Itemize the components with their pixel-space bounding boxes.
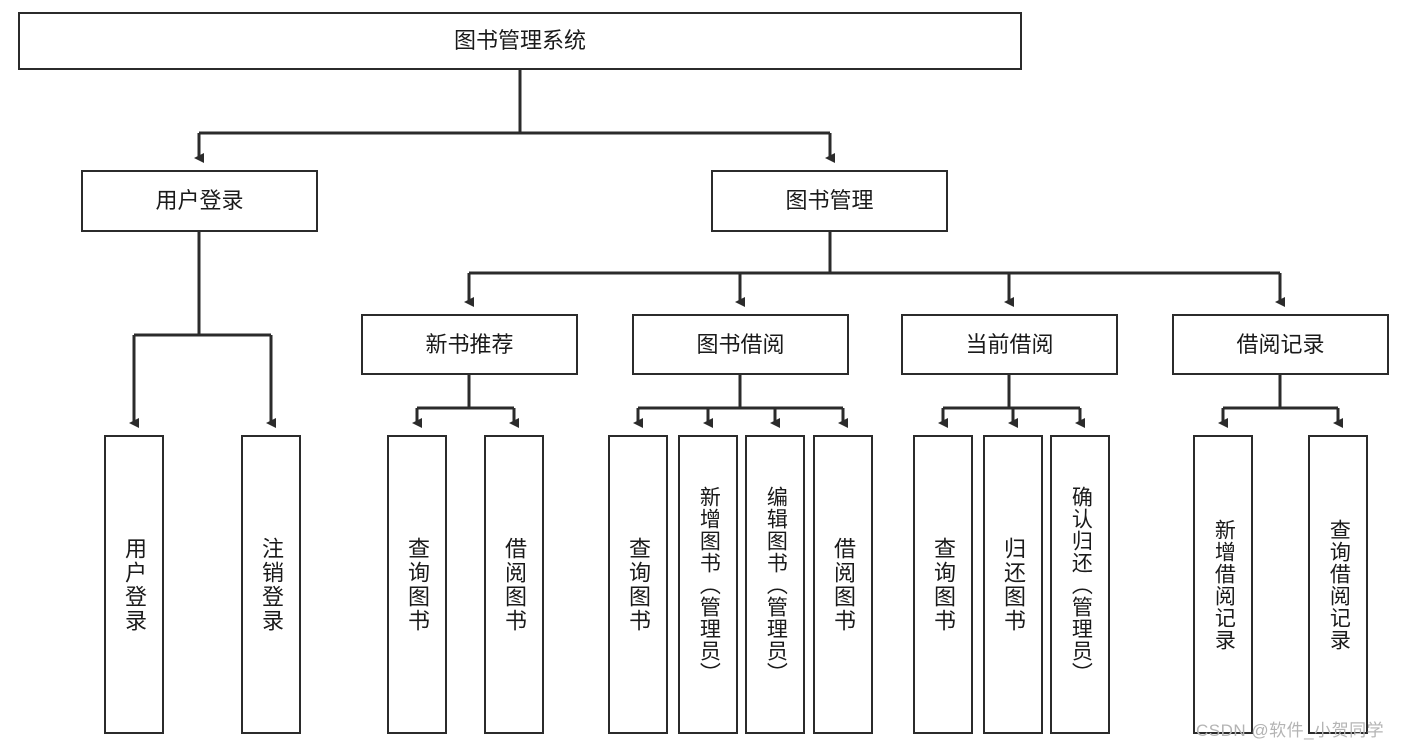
leaf-borrow-book-recommend[interactable]: 借阅图书 [484,435,544,734]
leaf-edit-book-admin-label: 编辑图书（管理员） [764,485,788,684]
node-borrow-records[interactable]: 借阅记录 [1172,314,1389,375]
leaf-add-book-admin-label: 新增图书（管理员） [697,485,721,684]
node-borrow-records-label: 借阅记录 [1236,331,1325,357]
node-new-book-recommend[interactable]: 新书推荐 [361,314,578,375]
leaf-borrow-book[interactable]: 借阅图书 [813,435,873,734]
node-current-borrow[interactable]: 当前借阅 [901,314,1118,375]
leaf-confirm-return-admin[interactable]: 确认归还（管理员） [1050,435,1110,734]
node-user-login[interactable]: 用户登录 [81,170,318,232]
leaf-query-book-recommend[interactable]: 查询图书 [387,435,447,734]
node-book-borrow[interactable]: 图书借阅 [632,314,849,375]
leaf-borrow-book-label: 借阅图书 [830,536,856,633]
leaf-query-book-borrow[interactable]: 查询图书 [608,435,668,734]
node-user-login-label: 用户登录 [155,188,244,214]
leaf-return-book[interactable]: 归还图书 [983,435,1043,734]
leaf-query-book-current[interactable]: 查询图书 [913,435,973,734]
leaf-user-login-label: 用户登录 [121,536,147,633]
leaf-logout-label: 注销登录 [258,536,284,633]
leaf-add-borrow-record-label: 新增借阅记录 [1212,518,1236,651]
leaf-edit-book-admin[interactable]: 编辑图书（管理员） [745,435,805,734]
leaf-return-book-label: 归还图书 [1000,536,1026,633]
leaf-borrow-book-recommend-label: 借阅图书 [501,536,527,633]
leaf-add-book-admin[interactable]: 新增图书（管理员） [678,435,738,734]
node-book-management-label: 图书管理 [785,188,874,214]
leaf-confirm-return-admin-label: 确认归还（管理员） [1069,485,1093,684]
leaf-query-borrow-record[interactable]: 查询借阅记录 [1308,435,1368,734]
leaf-query-borrow-record-label: 查询借阅记录 [1327,518,1351,651]
node-root-label: 图书管理系统 [453,28,586,54]
watermark: CSDN @软件_小贺同学 [1196,721,1385,740]
leaf-query-book-recommend-label: 查询图书 [404,536,430,633]
node-new-book-recommend-label: 新书推荐 [425,331,514,357]
node-book-management[interactable]: 图书管理 [711,170,948,232]
leaf-add-borrow-record[interactable]: 新增借阅记录 [1193,435,1253,734]
node-book-borrow-label: 图书借阅 [696,331,785,357]
node-current-borrow-label: 当前借阅 [965,331,1054,357]
leaf-logout[interactable]: 注销登录 [241,435,301,734]
leaf-query-book-borrow-label: 查询图书 [625,536,651,633]
node-root[interactable]: 图书管理系统 [18,12,1022,70]
leaf-query-book-current-label: 查询图书 [930,536,956,633]
leaf-user-login[interactable]: 用户登录 [104,435,164,734]
